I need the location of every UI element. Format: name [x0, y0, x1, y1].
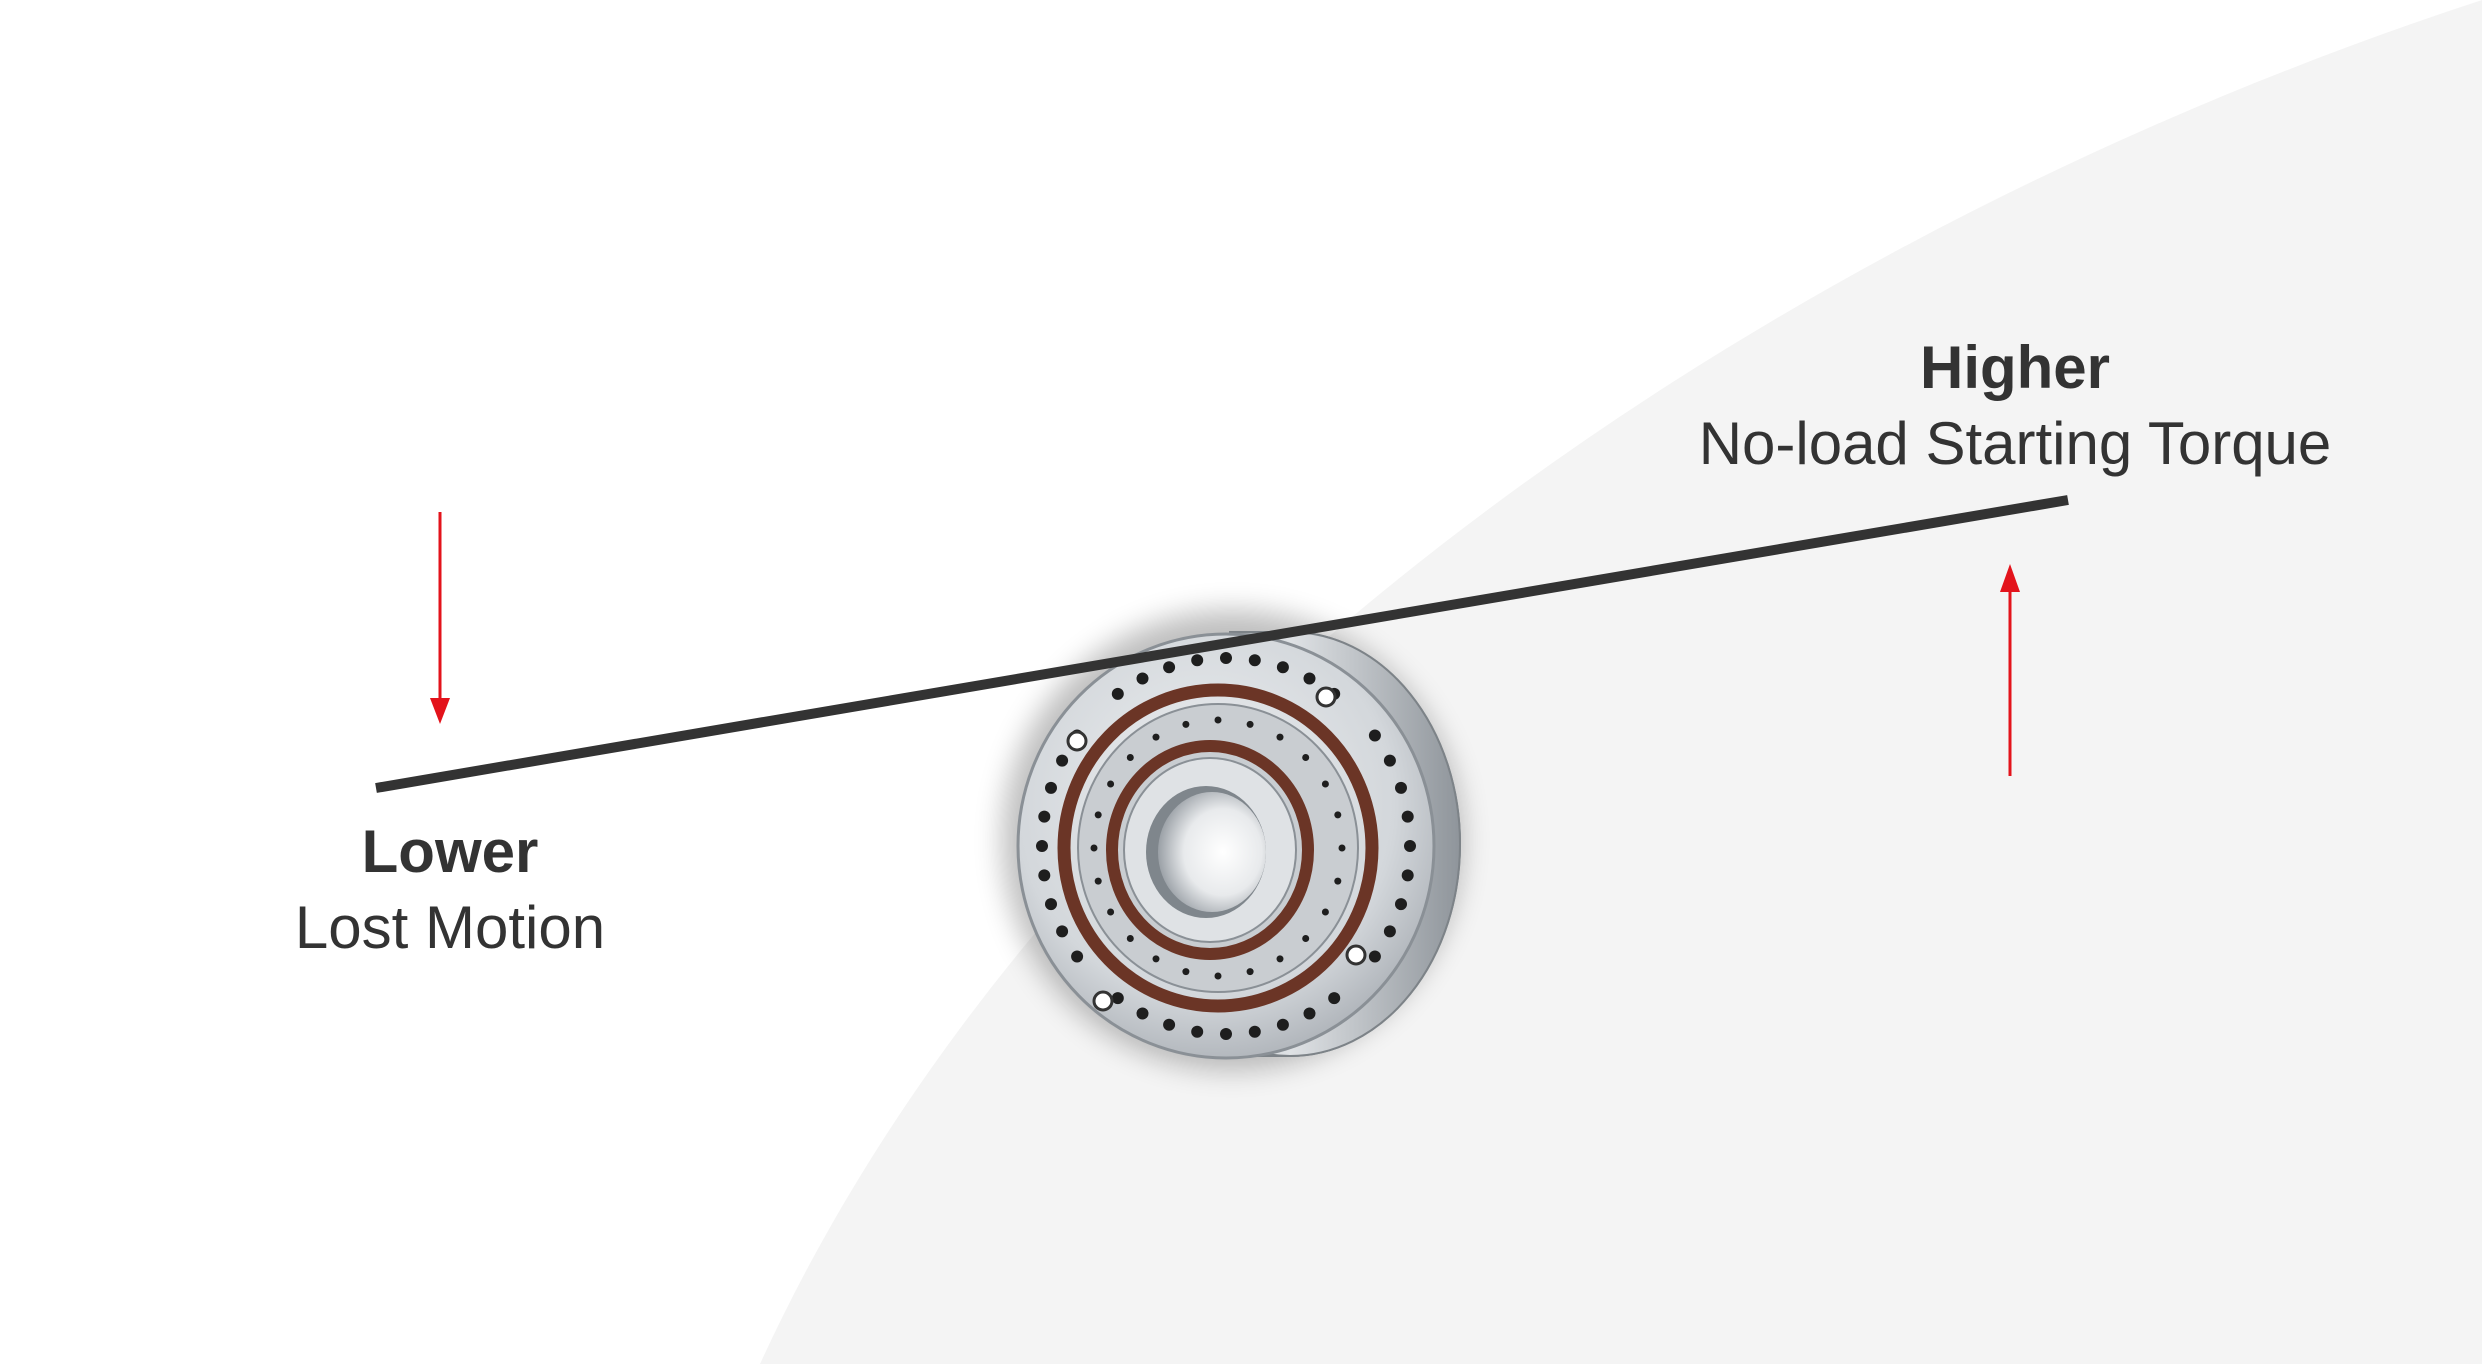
- bolt-hole: [1401, 869, 1414, 882]
- bolt-hole: [1334, 811, 1342, 819]
- bolt-hole: [1071, 950, 1084, 963]
- higher-label: Higher No-load Starting Torque: [1665, 330, 2365, 482]
- screw-mark: [1345, 944, 1367, 966]
- bolt-hole: [1038, 869, 1051, 882]
- bolt-hole: [1214, 716, 1222, 724]
- bore: [1158, 792, 1266, 912]
- bolt-hole: [1321, 908, 1329, 916]
- bolt-hole: [1094, 877, 1102, 885]
- down-arrow-head: [430, 698, 450, 724]
- screw-mark: [1066, 730, 1088, 752]
- bolt-hole: [1368, 729, 1381, 742]
- bolt-hole: [1136, 672, 1149, 685]
- bolt-hole: [1111, 992, 1124, 1005]
- higher-heading: Higher: [1919, 334, 2111, 401]
- bolt-hole: [1246, 968, 1254, 976]
- bolt-hole: [1107, 780, 1115, 788]
- bolt-hole: [1276, 733, 1284, 741]
- inner-bolt-holes: [1090, 716, 1346, 980]
- bolt-hole: [1303, 672, 1316, 685]
- bolt-hole: [1334, 877, 1342, 885]
- bolt-hole: [1152, 955, 1160, 963]
- bolt-hole: [1163, 1018, 1176, 1031]
- bolt-hole: [1191, 654, 1204, 667]
- bolt-hole: [1182, 968, 1190, 976]
- bolt-hole: [1302, 754, 1310, 761]
- bolt-hole: [1107, 908, 1115, 916]
- bolt-hole: [1276, 1018, 1289, 1031]
- bolt-hole: [1111, 687, 1124, 700]
- bolt-hole: [1338, 844, 1346, 852]
- bolt-hole: [1056, 925, 1069, 938]
- bolt-hole: [1395, 898, 1407, 911]
- bolt-hole: [1191, 1025, 1204, 1038]
- bolt-hole: [1045, 781, 1057, 794]
- bolt-hole: [1368, 950, 1381, 963]
- bolt-hole: [1220, 652, 1232, 664]
- bolt-hole: [1214, 972, 1222, 980]
- bolt-hole: [1152, 733, 1160, 741]
- bolt-hole: [1056, 754, 1069, 767]
- bolt-hole: [1383, 754, 1396, 767]
- up-arrow-icon: [2000, 564, 2020, 776]
- higher-caption: No-load Starting Torque: [1698, 410, 2332, 477]
- bolt-hole: [1276, 661, 1289, 674]
- up-arrow-head: [2000, 564, 2020, 592]
- lower-label: Lower Lost Motion: [290, 814, 610, 966]
- screw-mark: [1092, 990, 1114, 1012]
- bolt-hole: [1126, 754, 1134, 761]
- bolt-hole: [1328, 992, 1341, 1005]
- bolt-hole: [1404, 840, 1416, 852]
- bolt-hole: [1395, 781, 1407, 794]
- lower-caption: Lost Motion: [294, 894, 606, 961]
- bolt-hole: [1302, 935, 1310, 942]
- bolt-hole: [1303, 1007, 1316, 1020]
- bolt-hole: [1246, 720, 1254, 728]
- bolt-hole: [1163, 661, 1176, 674]
- lower-heading: Lower: [361, 818, 539, 885]
- lever-bar: [375, 495, 2069, 793]
- bolt-hole: [1276, 955, 1284, 963]
- harmonic-drive-gear-unit-icon: [1002, 610, 1462, 1070]
- bolt-hole: [1038, 810, 1051, 823]
- bolt-hole: [1383, 925, 1396, 938]
- outer-seal-ring: [1057, 683, 1379, 1013]
- bolt-hole: [1126, 935, 1134, 942]
- bolt-hole: [1094, 811, 1102, 819]
- down-arrow-icon: [430, 512, 450, 724]
- bolt-hole: [1248, 654, 1261, 667]
- bolt-hole: [1220, 1028, 1232, 1040]
- bolt-hole: [1182, 720, 1190, 728]
- bolt-hole: [1045, 898, 1057, 911]
- bolt-hole: [1036, 840, 1048, 852]
- bolt-hole: [1090, 844, 1098, 852]
- inner-seal-ring: [1106, 740, 1314, 960]
- bolt-hole: [1248, 1025, 1261, 1038]
- bolt-hole: [1136, 1007, 1149, 1020]
- screw-mark: [1315, 686, 1337, 708]
- bolt-hole: [1321, 780, 1329, 788]
- bolt-hole: [1401, 810, 1414, 823]
- outer-bolt-holes: [1036, 652, 1416, 1040]
